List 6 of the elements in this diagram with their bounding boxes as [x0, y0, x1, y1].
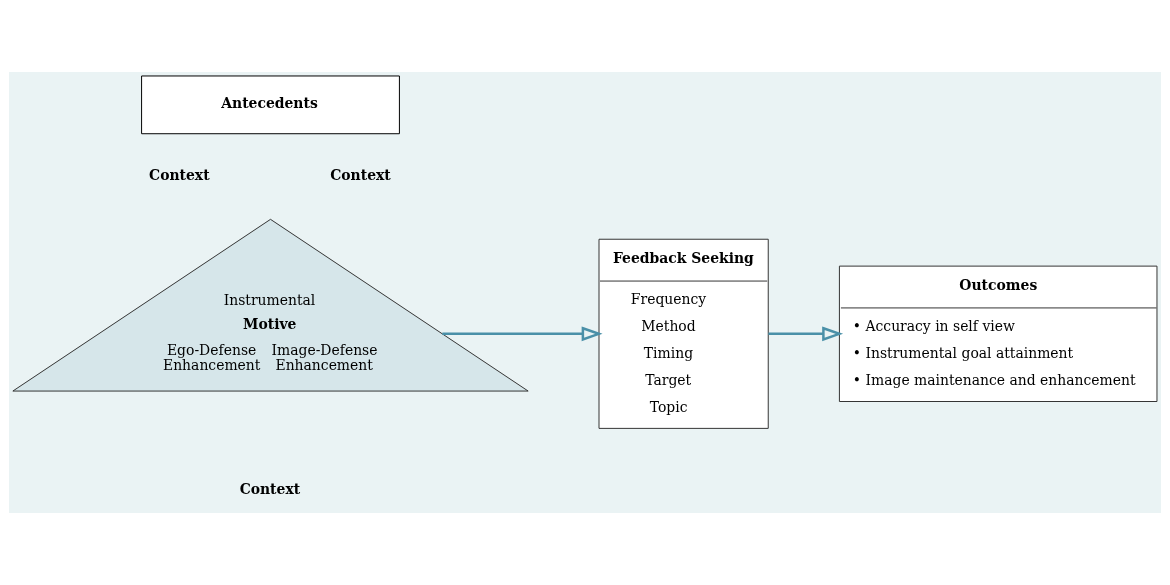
arrow [442, 326, 603, 342]
arrow [768, 326, 844, 342]
label: Context [330, 166, 391, 183]
label: Context [239, 480, 301, 497]
label: Context [149, 166, 210, 183]
node-box: Antecedents [141, 75, 400, 135]
